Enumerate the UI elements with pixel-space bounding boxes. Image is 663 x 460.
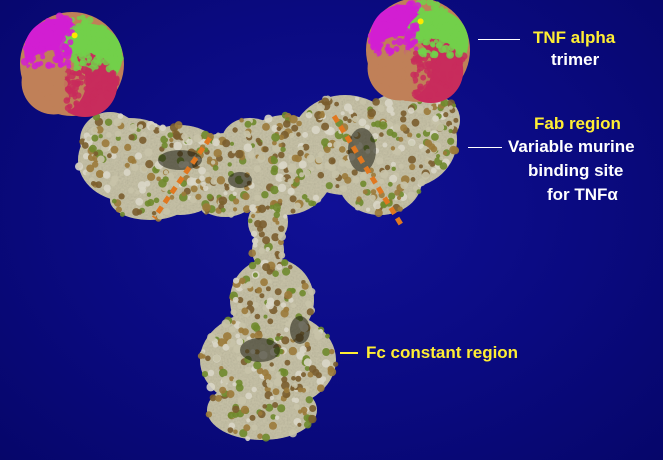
fc-title-label: Fc constant region xyxy=(366,343,519,362)
binding-site-marker-left xyxy=(151,136,213,220)
fab-desc-line-2: binding site xyxy=(528,161,624,180)
fab-title-label: Fab region xyxy=(534,114,621,133)
antibody-shadows xyxy=(158,128,376,362)
tnf-title-label: TNF alpha xyxy=(533,28,616,47)
antibody-structure xyxy=(75,91,460,442)
fab-leader-line xyxy=(468,147,502,148)
tnf-trimer-left xyxy=(20,12,124,118)
binding-site-marker-right xyxy=(331,114,405,228)
tnf-subtitle-label: trimer xyxy=(551,50,600,69)
fab-desc-line-3: for TNFα xyxy=(547,185,618,204)
fc-leader-line xyxy=(340,352,358,354)
tnf-leader-line xyxy=(478,39,520,40)
tnf-trimer-right xyxy=(366,0,470,104)
fab-desc-line-1: Variable murine xyxy=(508,137,635,156)
